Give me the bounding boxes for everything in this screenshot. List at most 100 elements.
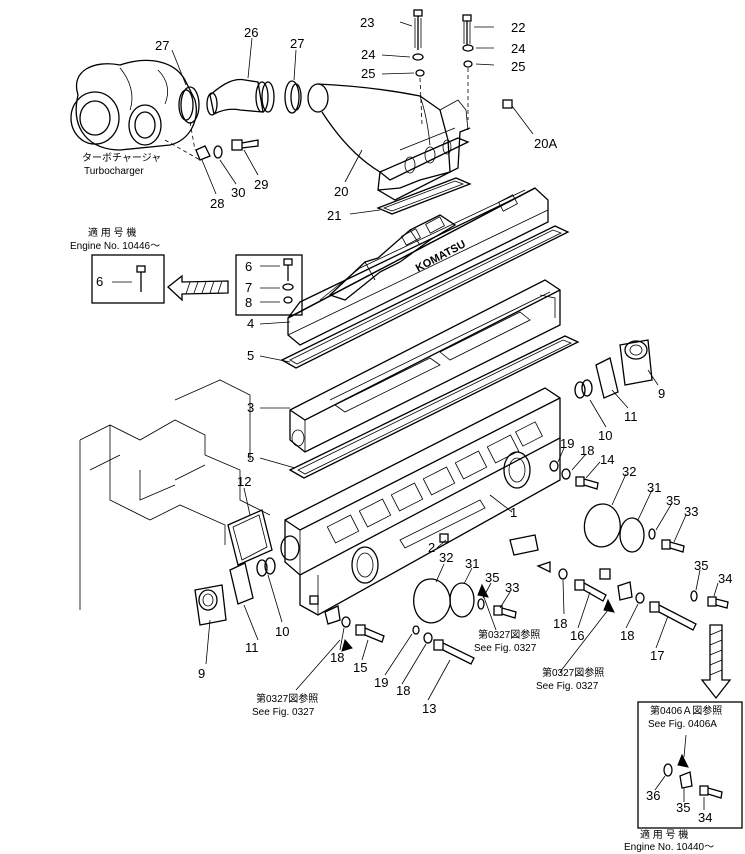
- gasket: [229, 562, 254, 605]
- callout-8: 8: [245, 295, 252, 310]
- bolt: [707, 596, 729, 609]
- elbow-connector: [194, 584, 227, 626]
- callout-28: 28: [210, 196, 224, 211]
- turbocharger-label-jp: ターボチャージャ: [82, 152, 161, 164]
- callout-18: 18: [553, 616, 567, 631]
- bolt: [136, 265, 146, 292]
- callout-5: 5: [247, 348, 254, 363]
- callout-31: 31: [465, 556, 479, 571]
- bolt: [493, 605, 517, 619]
- leader-lines: [112, 21, 719, 810]
- callout-34: 34: [698, 810, 712, 825]
- callout-35: 35: [676, 800, 690, 815]
- callout-33: 33: [684, 504, 698, 519]
- callout-6: 6: [245, 259, 252, 274]
- engine-block-outline: [79, 379, 271, 610]
- clamp-plate: [195, 145, 211, 161]
- inset-box: [637, 701, 743, 829]
- fig-reference-jp: 第0327図参照: [256, 692, 318, 705]
- washer: [463, 60, 473, 68]
- fig-reference-jp: 第0327図参照: [478, 628, 540, 641]
- washer: [415, 69, 425, 77]
- bracket: [617, 581, 633, 601]
- washer: [341, 616, 351, 628]
- air-elbow: [307, 83, 471, 201]
- engine-number-note: Engine No. 10440～: [624, 842, 714, 853]
- bolt: [574, 579, 607, 602]
- washer: [283, 296, 293, 304]
- bolt: [661, 539, 685, 553]
- washer: [462, 44, 474, 52]
- aftercooler-cover: [287, 187, 549, 346]
- washer: [213, 145, 223, 159]
- washer: [635, 592, 645, 604]
- callout-36: 36: [646, 788, 660, 803]
- fig-reference-jp: 第0406Ａ図参照: [650, 704, 722, 717]
- callout-25: 25: [361, 66, 375, 81]
- bolt: [575, 476, 599, 490]
- gasket: [280, 225, 570, 369]
- fig-reference: See Fig. 0406A: [648, 719, 717, 730]
- bolt: [413, 9, 423, 50]
- aftercooler-case: [280, 387, 561, 616]
- callout-9: 9: [658, 386, 665, 401]
- callout-25: 25: [511, 59, 525, 74]
- inset-box: [235, 254, 303, 316]
- bracket: [324, 605, 341, 625]
- callout-24: 24: [361, 47, 375, 62]
- callout-7: 7: [245, 280, 252, 295]
- callout-18: 18: [620, 628, 634, 643]
- washer: [549, 460, 559, 472]
- turbocharger: [70, 59, 197, 151]
- seal-ring: [284, 80, 300, 114]
- washer: [412, 53, 424, 61]
- callout-30: 30: [231, 185, 245, 200]
- washer: [648, 528, 656, 540]
- connecting-hose: [206, 78, 275, 116]
- callout-14: 14: [600, 452, 614, 467]
- callout-26: 26: [244, 25, 258, 40]
- gasket: [583, 503, 621, 548]
- callout-12: 12: [237, 474, 251, 489]
- o-ring: [256, 559, 268, 577]
- bolt: [231, 139, 259, 151]
- callout-13: 13: [422, 701, 436, 716]
- callout-33: 33: [505, 580, 519, 595]
- callout-20: 20: [334, 184, 348, 199]
- plug: [599, 568, 611, 580]
- plug: [502, 99, 513, 109]
- plug: [439, 533, 449, 543]
- bolt: [462, 14, 472, 45]
- callout-20a: 20A: [534, 136, 557, 151]
- washer: [558, 568, 568, 580]
- callout-17: 17: [650, 648, 664, 663]
- cover-plate: [449, 582, 475, 618]
- engine-number-note: Engine No. 10446～: [70, 241, 160, 252]
- callout-5: 5: [247, 450, 254, 465]
- callout-22: 22: [511, 20, 525, 35]
- callout-27: 27: [290, 36, 304, 51]
- direction-arrow: [167, 274, 229, 302]
- o-ring: [264, 557, 276, 575]
- washer: [477, 598, 485, 610]
- cover-plate: [619, 517, 645, 553]
- bolt: [283, 258, 293, 281]
- callout-27: 27: [155, 38, 169, 53]
- callout-11: 11: [245, 640, 259, 655]
- callout-9: 9: [198, 666, 205, 681]
- callout-15: 15: [353, 660, 367, 675]
- callout-19: 19: [560, 436, 574, 451]
- tube: [509, 534, 539, 556]
- applicable-label: 適 用 号 機: [88, 226, 136, 239]
- fig-reference-jp: 第0327図参照: [542, 666, 604, 679]
- callout-1: 1: [510, 505, 517, 520]
- gasket: [413, 578, 451, 624]
- callout-18: 18: [580, 443, 594, 458]
- callout-35: 35: [694, 558, 708, 573]
- callout-4: 4: [247, 316, 254, 331]
- fig-reference: See Fig. 0327: [252, 707, 315, 718]
- callout-21: 21: [327, 208, 341, 223]
- bolt: [433, 639, 475, 665]
- callout-6: 6: [96, 274, 103, 289]
- gasket: [376, 177, 472, 215]
